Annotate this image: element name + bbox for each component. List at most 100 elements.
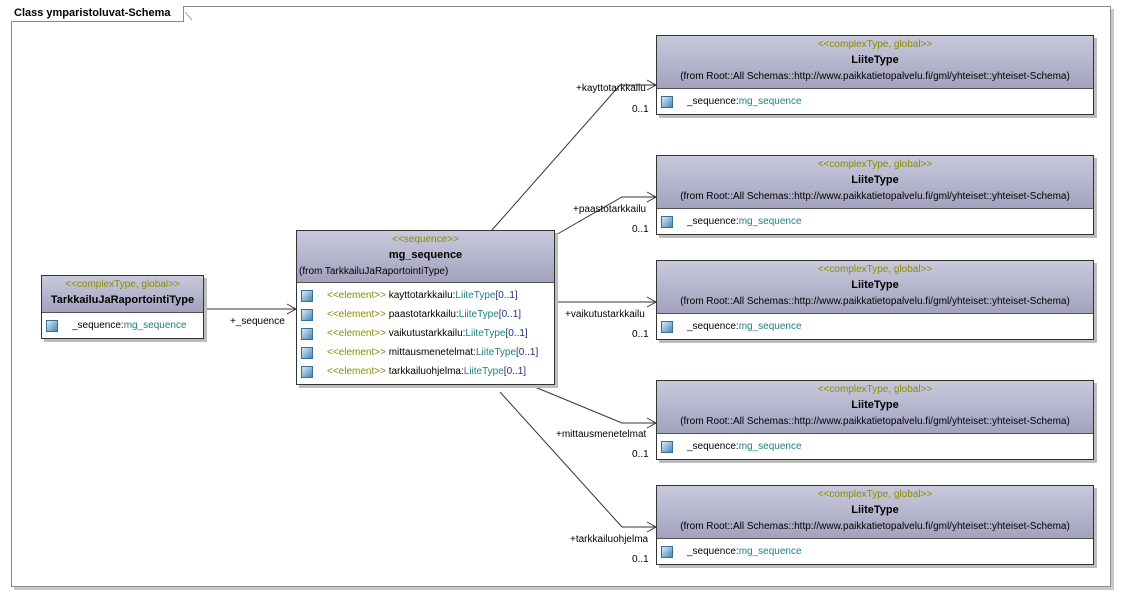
attribute-row: _sequence:mg_sequence xyxy=(661,542,1089,561)
class-liitetype-4[interactable]: <<complexType, global>> LiiteType (from … xyxy=(656,380,1094,460)
stereotype-label: <<complexType, global>> xyxy=(817,489,933,500)
element-stereotype: <<element>> xyxy=(327,328,386,339)
element-compartment: <<element>> kayttotarkkailu:LiiteType[0.… xyxy=(297,283,554,384)
attribute-compartment: _sequence:mg_sequence xyxy=(657,209,1093,234)
attribute-row: _sequence:mg_sequence xyxy=(661,212,1089,231)
element-stereotype: <<element>> xyxy=(327,366,386,377)
class-from: (from Root::All Schemas::http://www.paik… xyxy=(680,416,1070,427)
attribute-prefix: _sequence: xyxy=(687,441,739,452)
multiplicity-kayttotarkkailu: 0..1 xyxy=(632,104,649,115)
role-label-mittausmenetelmat: +mittausmenetelmat xyxy=(556,429,647,440)
diagram-title: Class ymparistoluvat-Schema xyxy=(11,6,184,22)
attribute-icon xyxy=(661,320,673,333)
link-kayttotarkkailu xyxy=(491,84,656,231)
element-row-vaikutustarkkailu: <<element>> vaikutustarkkailu:LiiteType[… xyxy=(301,324,550,343)
class-name: LiiteType xyxy=(851,504,899,516)
attribute-icon xyxy=(661,95,673,108)
stereotype-label: <<complexType, global>> xyxy=(65,279,180,290)
stereotype-label: <<complexType, global>> xyxy=(817,39,933,50)
link-tarkkailuohjelma xyxy=(499,391,656,528)
class-name: LiiteType xyxy=(851,174,899,186)
class-mg-sequence[interactable]: <<sequence>> mg_sequence (from Tarkkailu… xyxy=(296,230,555,385)
attribute-row: _sequence:mg_sequence xyxy=(661,92,1089,111)
element-stereotype: <<element>> xyxy=(327,309,386,320)
element-type: LiiteType xyxy=(458,309,499,320)
role-label-tarkkailuohjelma: +tarkkailuohjelma xyxy=(570,534,649,545)
element-row-paastotarkkailu: <<element>> paastotarkkailu:LiiteType[0.… xyxy=(301,305,550,324)
class-header: <<complexType, global>> LiiteType (from … xyxy=(657,486,1093,539)
role-label-sequence: +_sequence xyxy=(230,316,285,327)
class-name: mg_sequence xyxy=(388,249,463,261)
element-row-kayttotarkkailu: <<element>> kayttotarkkailu:LiiteType[0.… xyxy=(301,286,550,305)
attribute-compartment: _sequence:mg_sequence xyxy=(657,434,1093,459)
class-liitetype-1[interactable]: <<complexType, global>> LiiteType (from … xyxy=(656,35,1094,115)
class-from: (from Root::All Schemas::http://www.paik… xyxy=(680,521,1070,532)
element-name: tarkkailuohjelma: xyxy=(388,366,464,377)
multiplicity-tarkkailuohjelma: 0..1 xyxy=(632,554,649,565)
attribute-row: _sequence:mg_sequence xyxy=(661,317,1089,336)
class-header: <<complexType, global>> LiiteType (from … xyxy=(657,261,1093,314)
attribute-icon xyxy=(661,440,673,453)
attribute-prefix: _sequence: xyxy=(687,216,739,227)
attribute-type: mg_sequence xyxy=(738,321,802,332)
attribute-type: mg_sequence xyxy=(738,546,802,557)
attribute-row: _sequence:mg_sequence xyxy=(661,437,1089,456)
class-name: TarkkailuJaRaportointiType xyxy=(50,294,195,306)
class-name: LiiteType xyxy=(851,399,899,411)
class-from: (from Root::All Schemas::http://www.paik… xyxy=(680,191,1070,202)
element-row-mittausmenetelmat: <<element>> mittausmenetelmat:LiiteType[… xyxy=(301,343,550,362)
stereotype-label: <<complexType, global>> xyxy=(817,159,933,170)
stereotype-label: <<complexType, global>> xyxy=(817,264,933,275)
element-type: LiiteType xyxy=(463,366,504,377)
element-stereotype: <<element>> xyxy=(327,290,386,301)
attribute-compartment: _sequence:mg_sequence xyxy=(657,539,1093,564)
multiplicity-mittausmenetelmat: 0..1 xyxy=(632,449,649,460)
class-name: LiiteType xyxy=(851,54,899,66)
element-name: kayttotarkkailu: xyxy=(388,290,456,301)
stereotype-label: <<complexType, global>> xyxy=(817,384,933,395)
attribute-prefix: _sequence: xyxy=(72,320,124,331)
class-header: <<complexType, global>> TarkkailuJaRapor… xyxy=(42,276,203,313)
element-multiplicity: [0..1] xyxy=(516,347,539,358)
element-icon xyxy=(301,365,313,378)
class-liitetype-2[interactable]: <<complexType, global>> LiiteType (from … xyxy=(656,155,1094,235)
element-name: vaikutustarkkailu: xyxy=(388,328,466,339)
element-name: paastotarkkailu: xyxy=(388,309,459,320)
attribute-compartment: _sequence:mg_sequence xyxy=(42,313,203,338)
element-name: mittausmenetelmat: xyxy=(388,347,476,358)
link-paastotarkkailu xyxy=(553,196,656,237)
class-from: (from TarkkailuJaRaportointiType) xyxy=(299,266,449,277)
role-label-kayttotarkkailu: +kayttotarkkailu xyxy=(576,83,646,94)
class-from: (from Root::All Schemas::http://www.paik… xyxy=(680,296,1070,307)
multiplicity-vaikutustarkkailu: 0..1 xyxy=(632,329,649,340)
class-liitetype-3[interactable]: <<complexType, global>> LiiteType (from … xyxy=(656,260,1094,340)
element-multiplicity: [0..1] xyxy=(498,309,522,320)
element-icon xyxy=(301,346,313,359)
element-stereotype: <<element>> xyxy=(327,347,386,358)
class-liitetype-5[interactable]: <<complexType, global>> LiiteType (from … xyxy=(656,485,1094,565)
multiplicity-paastotarkkailu: 0..1 xyxy=(632,224,649,235)
attribute-prefix: _sequence: xyxy=(687,96,739,107)
element-row-tarkkailuohjelma: <<element>> tarkkailuohjelma:LiiteType[0… xyxy=(301,362,550,381)
element-type: LiiteType xyxy=(455,290,496,301)
element-icon xyxy=(301,289,313,302)
attribute-icon xyxy=(661,545,673,558)
attribute-row: _sequence:mg_sequence xyxy=(46,316,199,335)
attribute-prefix: _sequence: xyxy=(687,546,739,557)
attribute-type: mg_sequence xyxy=(123,320,187,331)
role-label-paastotarkkailu: +paastotarkkailu xyxy=(573,204,647,215)
element-type: LiiteType xyxy=(465,328,506,339)
attribute-prefix: _sequence: xyxy=(687,321,739,332)
element-icon xyxy=(301,327,313,340)
class-header: <<complexType, global>> LiiteType (from … xyxy=(657,156,1093,209)
attribute-compartment: _sequence:mg_sequence xyxy=(657,89,1093,114)
class-tarkkailujaraportointitype[interactable]: <<complexType, global>> TarkkailuJaRapor… xyxy=(41,275,204,339)
element-icon xyxy=(301,308,313,321)
element-multiplicity: [0..1] xyxy=(503,366,527,377)
attribute-compartment: _sequence:mg_sequence xyxy=(657,314,1093,339)
role-label-vaikutustarkkailu: +vaikutustarkkailu xyxy=(565,309,645,320)
class-header: <<complexType, global>> LiiteType (from … xyxy=(657,36,1093,89)
class-name: LiiteType xyxy=(851,279,899,291)
attribute-icon xyxy=(46,319,58,332)
element-type: LiiteType xyxy=(475,347,517,358)
